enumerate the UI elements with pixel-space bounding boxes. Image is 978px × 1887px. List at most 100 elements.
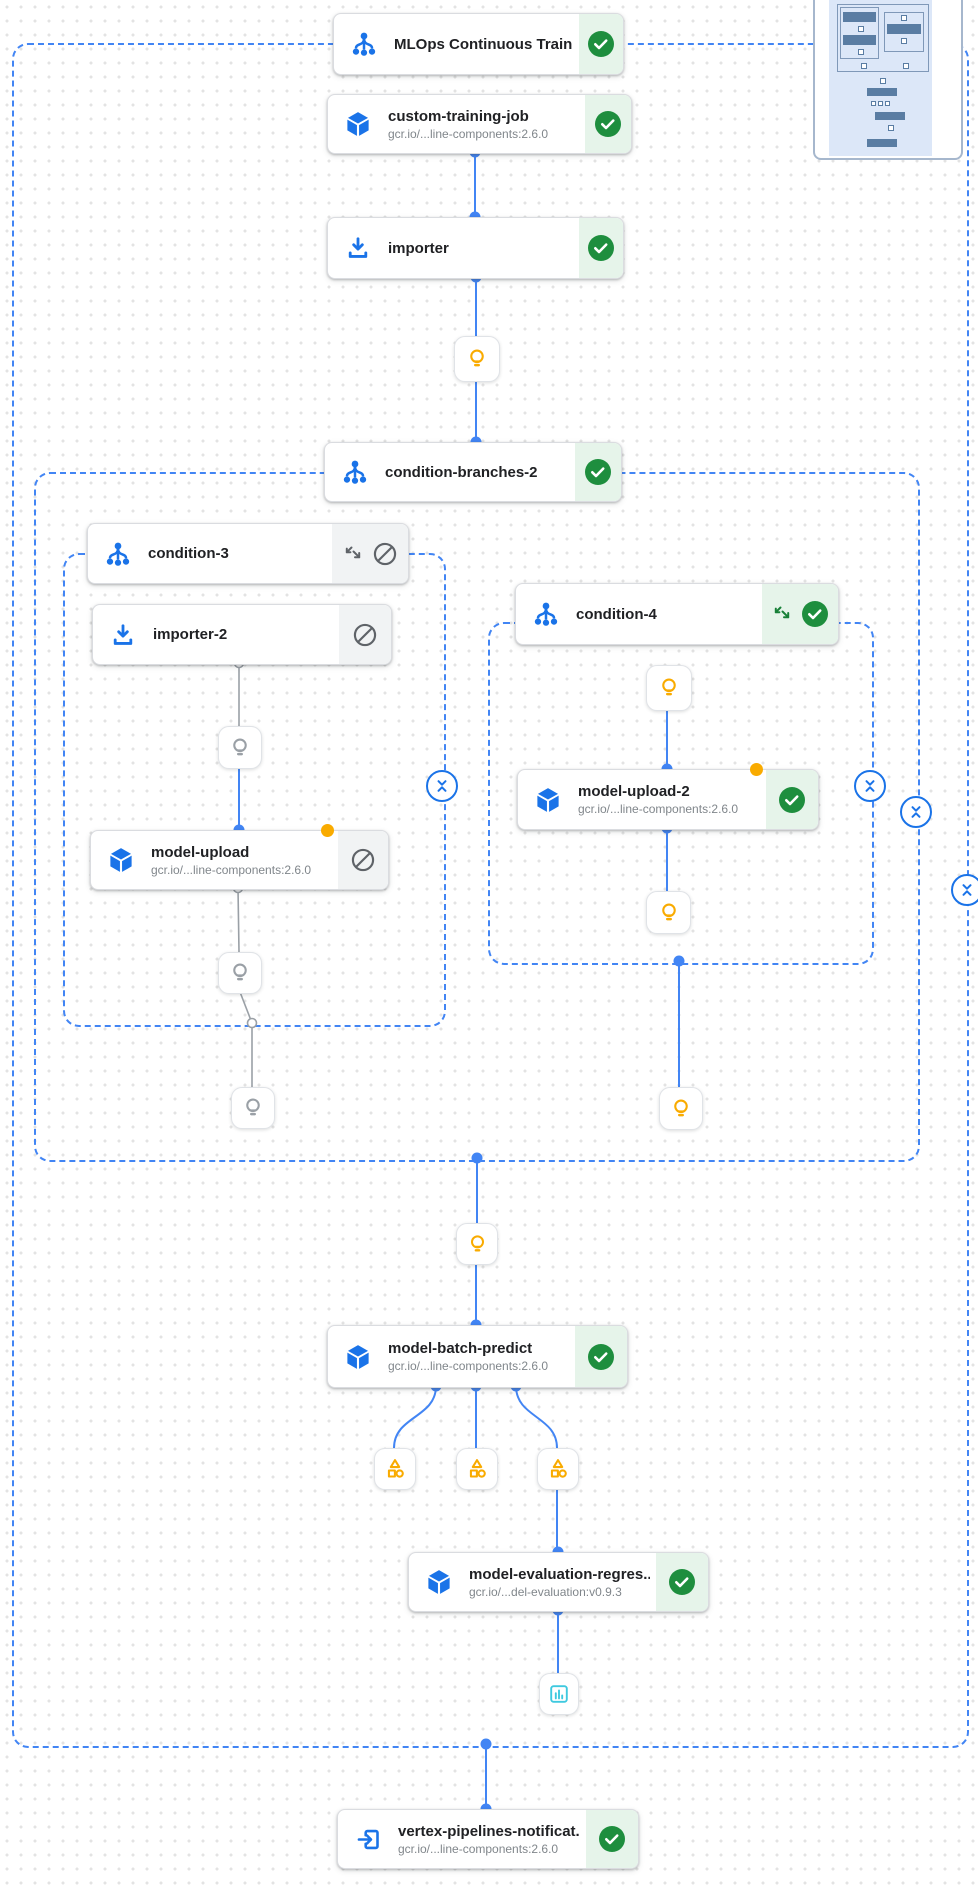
success-check-icon [801,601,828,627]
minimap-node [843,35,876,45]
success-check-icon [588,31,614,57]
minimap-node [858,26,864,32]
node-subtitle: gcr.io/...del-evaluation:v0.9.3 [469,1584,622,1599]
node-title: custom-training-job [388,107,529,125]
node-importer-2[interactable]: importer-2 [92,604,392,665]
node-subtitle: gcr.io/...line-components:2.6.0 [398,1841,559,1856]
node-title: condition-branches-2 [385,463,538,481]
condition-lightbulb-node[interactable] [646,665,692,711]
success-check-icon [588,1343,614,1370]
minimap-node [903,63,909,69]
graph-minimap[interactable] [813,0,963,160]
minimap-node [843,12,876,22]
artifact-node[interactable] [537,1448,579,1490]
node-title: model-upload [151,843,250,861]
status-area [575,443,621,501]
minimap-node [901,38,907,44]
success-check-icon [669,1569,695,1595]
node-model-upload-2[interactable]: model-upload-2 gcr.io/...line-components… [517,769,819,830]
unfold-less-icon [962,884,972,896]
minimap-node [878,101,883,106]
condition-lightbulb-node-skipped[interactable] [231,1087,275,1129]
node-subtitle: gcr.io/...line-components:2.6.0 [388,126,549,141]
node-title: MLOps Continuous Traini... [394,35,573,53]
artifact-shapes-icon [550,1459,567,1478]
collapse-group-button[interactable] [951,874,978,906]
minimap-node [880,78,886,84]
success-check-icon [588,235,614,261]
condition-lightbulb-node-skipped[interactable] [218,726,262,769]
node-title: model-evaluation-regres... [469,1565,650,1583]
collapse-group-button[interactable] [900,796,932,828]
condition-lightbulb-node[interactable] [454,336,500,382]
node-title: vertex-pipelines-notificat... [398,1822,580,1840]
lightbulb-icon [661,903,676,920]
importer-icon [93,622,153,648]
node-mlops-continuous-training[interactable]: MLOps Continuous Traini... [333,13,624,75]
status-area [766,770,818,829]
status-area [586,1810,638,1868]
collapse-group-button[interactable] [854,770,886,802]
node-title: condition-3 [148,545,229,562]
condition-lightbulb-node[interactable] [456,1223,498,1265]
skipped-icon [353,623,377,646]
dag-icon [334,31,394,57]
condition-lightbulb-node[interactable] [659,1087,703,1130]
node-title: importer [388,239,449,257]
dag-icon [88,541,148,567]
pending-output-dot [321,824,334,837]
dag-icon [516,601,576,627]
node-subtitle: gcr.io/...line-components:2.6.0 [151,862,312,877]
minimap-node [887,24,921,34]
open-subdag-icon[interactable] [772,604,792,624]
metrics-chart-icon [550,1685,568,1703]
lightbulb-icon [233,963,247,981]
node-title: model-upload-2 [578,783,690,800]
status-area [338,831,388,889]
status-area [339,605,391,664]
lightbulb-icon [246,1098,260,1116]
component-cube-icon [328,110,388,138]
artifact-shapes-icon [469,1459,486,1478]
condition-lightbulb-node[interactable] [646,891,691,934]
node-condition-4[interactable]: condition-4 [515,583,839,645]
node-condition-3[interactable]: condition-3 [87,523,409,584]
minimap-node [867,139,897,147]
open-subdag-icon[interactable] [343,544,363,564]
minimap-node [867,88,897,96]
node-vertex-pipelines-notification[interactable]: vertex-pipelines-notificat... gcr.io/...… [337,1809,639,1869]
success-check-icon [585,459,611,485]
lightbulb-icon [470,1234,484,1252]
collapse-group-button[interactable] [426,770,458,802]
success-check-icon [595,111,621,137]
node-condition-branches-2[interactable]: condition-branches-2 [324,442,622,502]
component-cube-icon [518,786,578,814]
success-check-icon [599,1826,625,1852]
minimap-node [871,101,876,106]
node-custom-training-job[interactable]: custom-training-job gcr.io/...line-compo… [327,94,632,154]
minimap-node [885,101,890,106]
metrics-artifact-node[interactable] [539,1673,579,1715]
lightbulb-icon [674,1099,688,1116]
lightbulb-icon [470,349,484,367]
status-area [332,524,408,583]
node-importer[interactable]: importer [327,217,624,279]
node-model-upload[interactable]: model-upload gcr.io/...line-components:2… [90,830,389,890]
node-model-evaluation-regression[interactable]: model-evaluation-regres... gcr.io/...del… [408,1552,709,1612]
condition-lightbulb-node-skipped[interactable] [218,952,262,994]
minimap-node [875,112,905,120]
status-area [585,95,631,153]
node-title: model-batch-predict [388,1340,533,1357]
node-title: importer-2 [153,626,228,643]
minimap-node [861,63,867,69]
lightbulb-icon [662,678,676,696]
artifact-shapes-icon [387,1459,404,1478]
component-cube-icon [328,1343,388,1371]
artifact-node[interactable] [456,1448,498,1490]
node-subtitle: gcr.io/...line-components:2.6.0 [578,802,739,816]
node-subtitle: gcr.io/...line-components:2.6.0 [388,1359,549,1373]
node-model-batch-predict[interactable]: model-batch-predict gcr.io/...line-compo… [327,1325,628,1388]
artifact-node[interactable] [374,1448,416,1490]
success-check-icon [779,786,805,813]
